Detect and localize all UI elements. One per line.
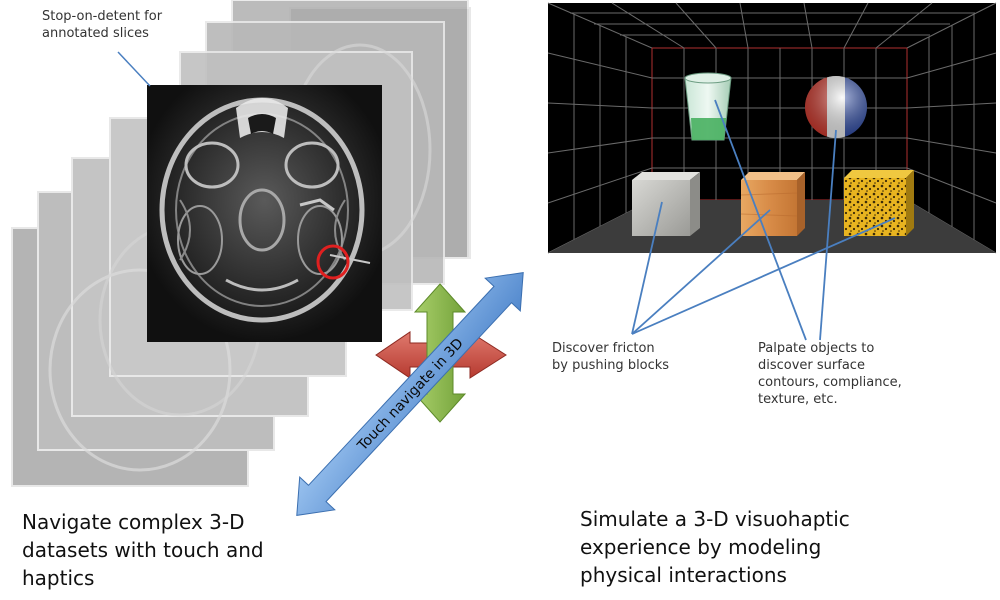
annotation-circle	[316, 244, 350, 280]
friction-label: Discover fricton by pushing blocks	[552, 340, 669, 374]
left-caption: Navigate complex 3-D datasets with touch…	[22, 508, 264, 592]
blue-diagonal-arrow	[296, 272, 524, 516]
palpate-label-line: Palpate objects to	[758, 341, 875, 356]
slice-stack	[11, 0, 471, 487]
ct-slice-front	[147, 85, 382, 342]
annotation-label-line: Stop-on-detent for	[42, 9, 163, 24]
ghost-skull	[48, 268, 232, 472]
right-caption-line: Simulate a 3-D visuohaptic	[580, 507, 850, 531]
right-caption-line: physical interactions	[580, 563, 787, 587]
glass-cup	[684, 72, 732, 141]
sponge-block	[844, 170, 914, 236]
palpate-label: Palpate objects to discover surface cont…	[758, 340, 902, 408]
haptic-scene	[547, 2, 997, 254]
striped-ball	[805, 76, 867, 138]
left-caption-line: Navigate complex 3-D	[22, 510, 245, 534]
left-caption-line: datasets with touch and	[22, 538, 264, 562]
annotation-label-line: annotated slices	[42, 26, 149, 41]
palpate-label-line: discover surface	[758, 358, 865, 373]
right-caption: Simulate a 3-D visuohaptic experience by…	[580, 505, 850, 589]
scene-callout-lines	[631, 99, 896, 341]
right-caption-line: experience by modeling	[580, 535, 822, 559]
palpate-label-line: contours, compliance,	[758, 375, 902, 390]
friction-label-line: Discover fricton	[552, 341, 655, 356]
friction-label-line: by pushing blocks	[552, 358, 670, 373]
annotation-callout-line	[117, 51, 151, 87]
palpate-label-line: texture, etc.	[758, 392, 838, 407]
annotation-label: Stop-on-detent for annotated slices	[42, 8, 162, 42]
stone-block	[632, 172, 700, 236]
left-caption-line: haptics	[22, 566, 95, 590]
